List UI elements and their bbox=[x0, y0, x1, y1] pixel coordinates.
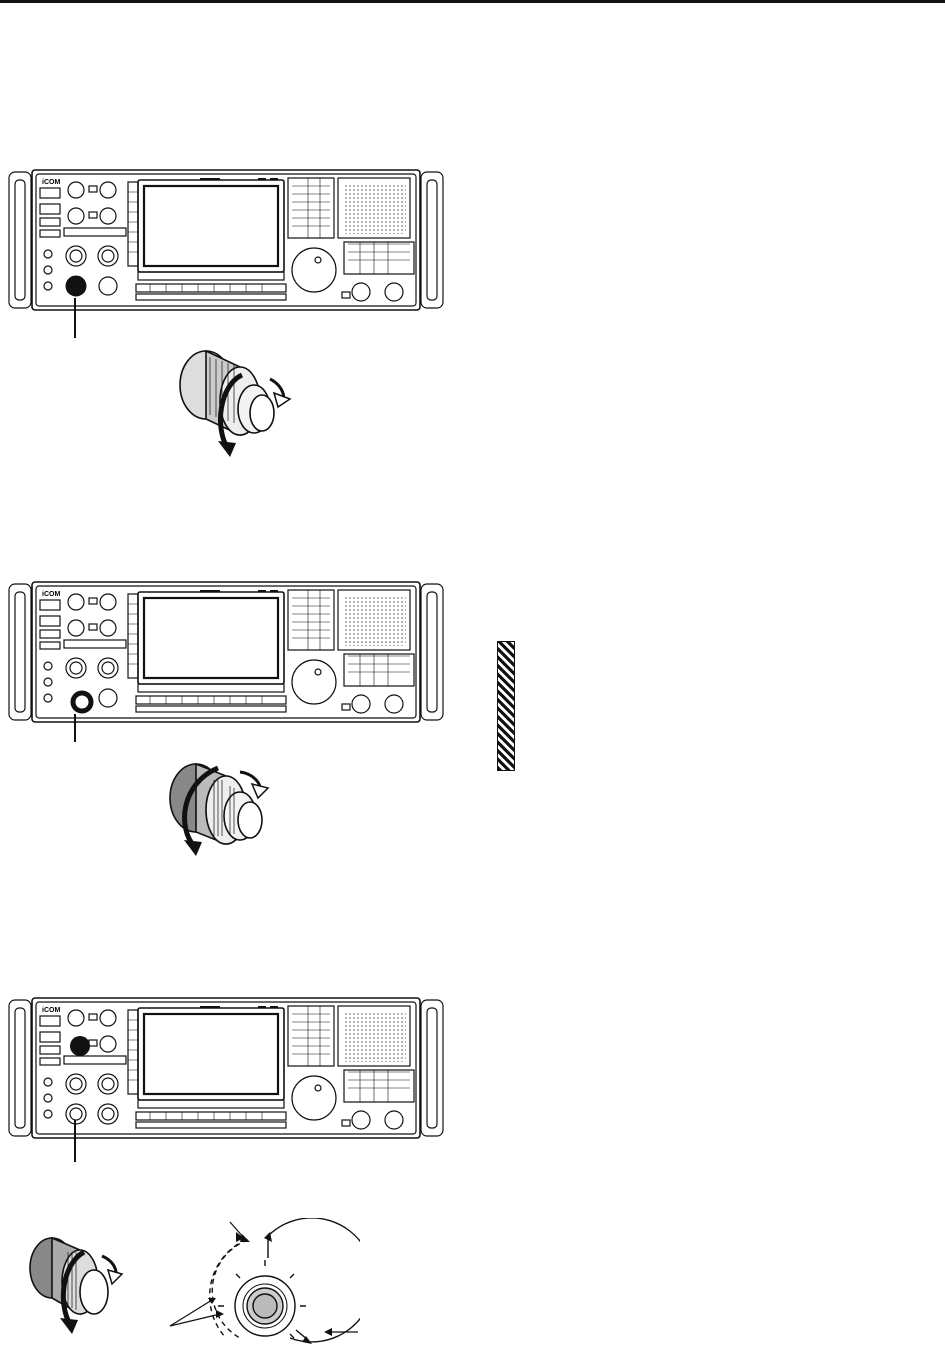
brand-logo: iCOM bbox=[42, 591, 60, 598]
dial-range-diagram bbox=[160, 1218, 360, 1346]
highlighted-knob bbox=[67, 277, 85, 295]
hatched-note-marker bbox=[497, 641, 515, 771]
radio-front-panel-2: iCOM bbox=[8, 580, 444, 726]
brand-logo: iCOM bbox=[42, 179, 60, 186]
highlighted-knob bbox=[70, 1036, 90, 1056]
page-top-rule bbox=[0, 0, 945, 3]
callout-line bbox=[74, 298, 76, 338]
knob-rotation-illustration-3 bbox=[22, 1228, 132, 1338]
knob-rotation-illustration-1 bbox=[170, 345, 300, 463]
callout-line bbox=[74, 1120, 76, 1162]
highlighted-ring bbox=[73, 693, 91, 711]
knob-rotation-illustration-2 bbox=[160, 758, 290, 858]
brand-logo: iCOM bbox=[42, 1007, 60, 1014]
callout-line bbox=[74, 714, 76, 742]
radio-front-panel-1: iCOM bbox=[8, 168, 444, 314]
